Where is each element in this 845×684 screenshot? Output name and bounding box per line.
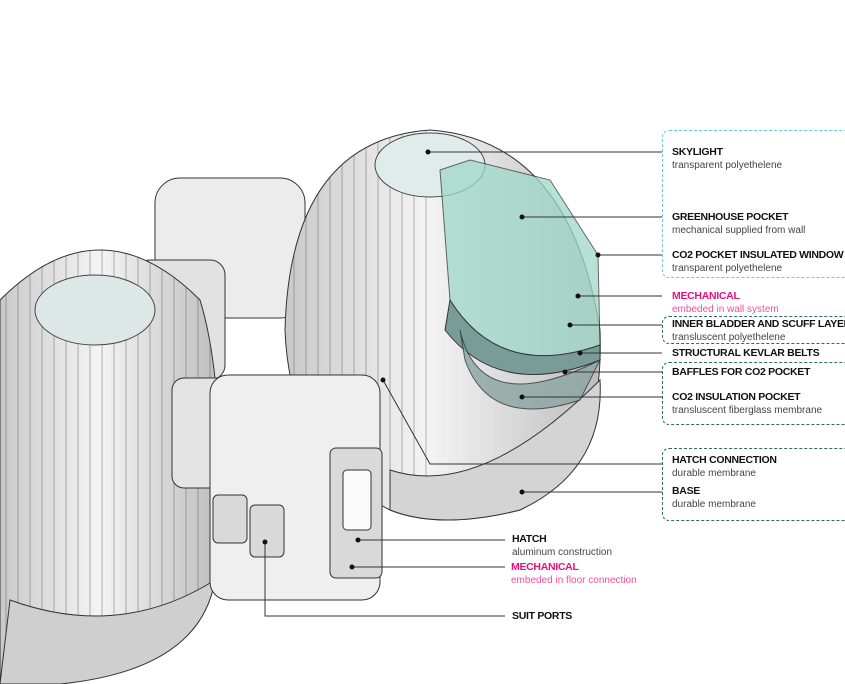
co2-group-box bbox=[662, 362, 845, 425]
label-title: BASE bbox=[672, 485, 700, 497]
leader-lines bbox=[264, 151, 662, 617]
exterior-group-box bbox=[662, 130, 845, 278]
base-group-box bbox=[662, 448, 845, 521]
label-hatch-connection: HATCH CONNECTION durable membrane bbox=[672, 454, 777, 480]
label-title: GREENHOUSE POCKET bbox=[672, 211, 789, 223]
label-inner-bladder: INNER BLADDER AND SCUFF LAYER transluscen… bbox=[672, 318, 845, 344]
label-sub: embeded in floor connection bbox=[511, 575, 637, 586]
label-sub: durable membrane bbox=[672, 468, 756, 479]
label-sub: embeded in wall system bbox=[672, 304, 779, 315]
label-hatch: HATCH aluminum construction bbox=[512, 533, 612, 559]
label-co2-insulation: CO2 INSULATION POCKET transluscent fiberg… bbox=[672, 391, 822, 417]
inner-bladder-box bbox=[662, 316, 845, 344]
label-co2-window: CO2 POCKET INSULATED WINDOW transparent p… bbox=[672, 249, 844, 275]
label-sub: transluscent fiberglass membrane bbox=[672, 405, 823, 416]
label-mechanical-floor: MECHANICAL embeded in floor connection bbox=[511, 561, 637, 587]
label-base: BASE durable membrane bbox=[672, 485, 756, 511]
label-title: SUIT PORTS bbox=[512, 610, 573, 622]
hatch-module bbox=[171, 374, 383, 601]
label-title: CO2 INSULATION POCKET bbox=[672, 391, 801, 403]
label-title: HATCH bbox=[512, 533, 547, 545]
label-sub: durable membrane bbox=[672, 499, 756, 510]
left-dome bbox=[0, 249, 222, 684]
label-title: INNER BLADDER AND SCUFF LAYER bbox=[672, 318, 845, 330]
label-suit-ports: SUIT PORTS bbox=[512, 610, 572, 623]
label-sub: transparent polyethelene bbox=[672, 160, 783, 171]
label-title: STRUCTURAL KEVLAR BELTS bbox=[672, 347, 820, 359]
label-title: MECHANICAL bbox=[672, 290, 740, 302]
label-sub: transluscent polyethelene bbox=[672, 332, 786, 343]
label-title: HATCH CONNECTION bbox=[672, 454, 777, 466]
label-sub: mechanical supplied from wall bbox=[672, 225, 806, 236]
label-title: SKYLIGHT bbox=[672, 146, 723, 158]
label-title: BAFFLES FOR CO2 POCKET bbox=[672, 366, 811, 378]
label-sub: transparent polyethelene bbox=[672, 263, 783, 274]
label-skylight: SKYLIGHT transparent polyethelene bbox=[672, 146, 782, 172]
label-kevlar: STRUCTURAL KEVLAR BELTS bbox=[672, 347, 820, 360]
label-title: CO2 POCKET INSULATED WINDOW bbox=[672, 249, 844, 261]
label-greenhouse: GREENHOUSE POCKET mechanical supplied fro… bbox=[672, 211, 805, 237]
label-title: MECHANICAL bbox=[511, 561, 579, 573]
label-sub: aluminum construction bbox=[512, 547, 613, 558]
label-baffles: BAFFLES FOR CO2 POCKET bbox=[672, 366, 810, 379]
leader-dots bbox=[262, 149, 601, 570]
label-mechanical-wall: MECHANICAL embeded in wall system bbox=[672, 290, 779, 316]
